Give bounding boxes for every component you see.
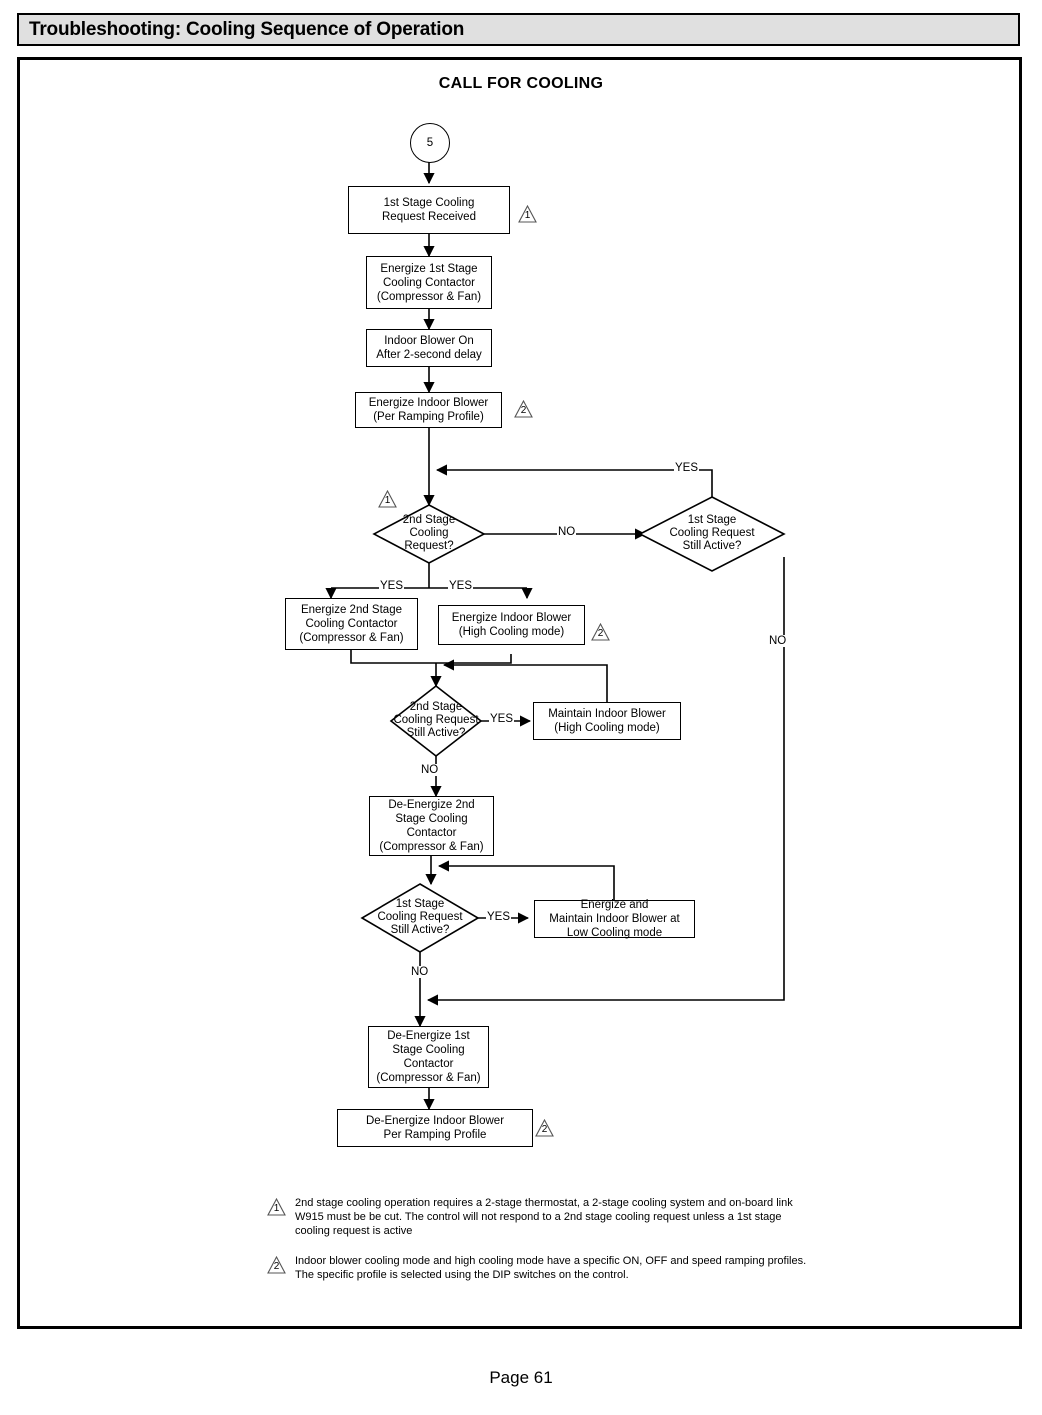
warning-triangle-icon: 1 bbox=[378, 490, 397, 508]
footnote-text-2: Indoor blower cooling mode and high cool… bbox=[295, 1255, 807, 1281]
edge-label-d1-yes-right: YES bbox=[448, 580, 474, 592]
connector-start-5: 5 bbox=[410, 123, 450, 163]
warning-triangle-icon: 2 bbox=[514, 400, 533, 418]
page-header-bar: Troubleshooting: Cooling Sequence of Ope… bbox=[17, 13, 1020, 46]
node-energize-1st-stage-contactor: Energize 1st Stage Cooling Contactor (Co… bbox=[366, 256, 492, 309]
footnote-marker-triangle-icon: 2 bbox=[267, 1255, 286, 1274]
footnote-marker-number: 2 bbox=[273, 1261, 280, 1272]
node-1st-stage-cooling-request-received: 1st Stage Cooling Request Received bbox=[348, 186, 510, 234]
warning-triangle-icon: 2 bbox=[591, 623, 610, 641]
node-de-energize-2nd-stage-contactor: De-Energize 2nd Stage Cooling Contactor … bbox=[369, 796, 494, 856]
footnote-text-1: 2nd stage cooling operation requires a 2… bbox=[295, 1197, 793, 1237]
page-title: Troubleshooting: Cooling Sequence of Ope… bbox=[29, 18, 465, 40]
edge-label-d4-no: NO bbox=[410, 966, 430, 978]
edge-label-d2-no: NO bbox=[768, 635, 788, 647]
decision-2nd-stage-cooling-request bbox=[372, 504, 486, 564]
node-de-energize-1st-stage-contactor: De-Energize 1st Stage Cooling Contactor … bbox=[368, 1026, 489, 1088]
node-energize-maintain-blower-low: Energize and Maintain Indoor Blower at L… bbox=[534, 899, 695, 939]
edge-label-d4-yes: YES bbox=[486, 911, 512, 923]
edge-label-d3-yes: YES bbox=[489, 713, 515, 725]
footnote-marker-number: 1 bbox=[273, 1203, 280, 1214]
footnote-marker-triangle-icon: 1 bbox=[267, 1197, 286, 1216]
node-energize-indoor-blower-high: Energize Indoor Blower (High Cooling mod… bbox=[438, 605, 585, 645]
decision-1st-stage-request-still-active-lower bbox=[360, 883, 480, 953]
decision-1st-stage-request-still-active-upper bbox=[638, 496, 786, 572]
edge-label-d3-no: NO bbox=[420, 764, 440, 776]
node-energize-2nd-stage-contactor: Energize 2nd Stage Cooling Contactor (Co… bbox=[285, 598, 418, 650]
decision-2nd-stage-request-still-active bbox=[389, 684, 483, 758]
node-maintain-indoor-blower-high: Maintain Indoor Blower (High Cooling mod… bbox=[533, 702, 681, 740]
warning-triangle-icon: 1 bbox=[518, 205, 537, 223]
warning-triangle-icon: 2 bbox=[535, 1119, 554, 1137]
node-de-energize-indoor-blower: De-Energize Indoor Blower Per Ramping Pr… bbox=[337, 1109, 533, 1147]
connector-start-label: 5 bbox=[426, 137, 434, 149]
node-energize-indoor-blower-ramping: Energize Indoor Blower (Per Ramping Prof… bbox=[355, 392, 502, 428]
edge-label-d2-yes: YES bbox=[674, 462, 700, 474]
page-content-frame bbox=[17, 57, 1022, 1329]
page-number: Page 61 bbox=[489, 1368, 553, 1387]
edge-label-d1-no: NO bbox=[557, 526, 577, 538]
edge-label-d1-yes-left: YES bbox=[379, 580, 405, 592]
diagram-title: CALL FOR COOLING bbox=[438, 75, 604, 92]
node-indoor-blower-on-delay: Indoor Blower On After 2-second delay bbox=[366, 329, 492, 367]
